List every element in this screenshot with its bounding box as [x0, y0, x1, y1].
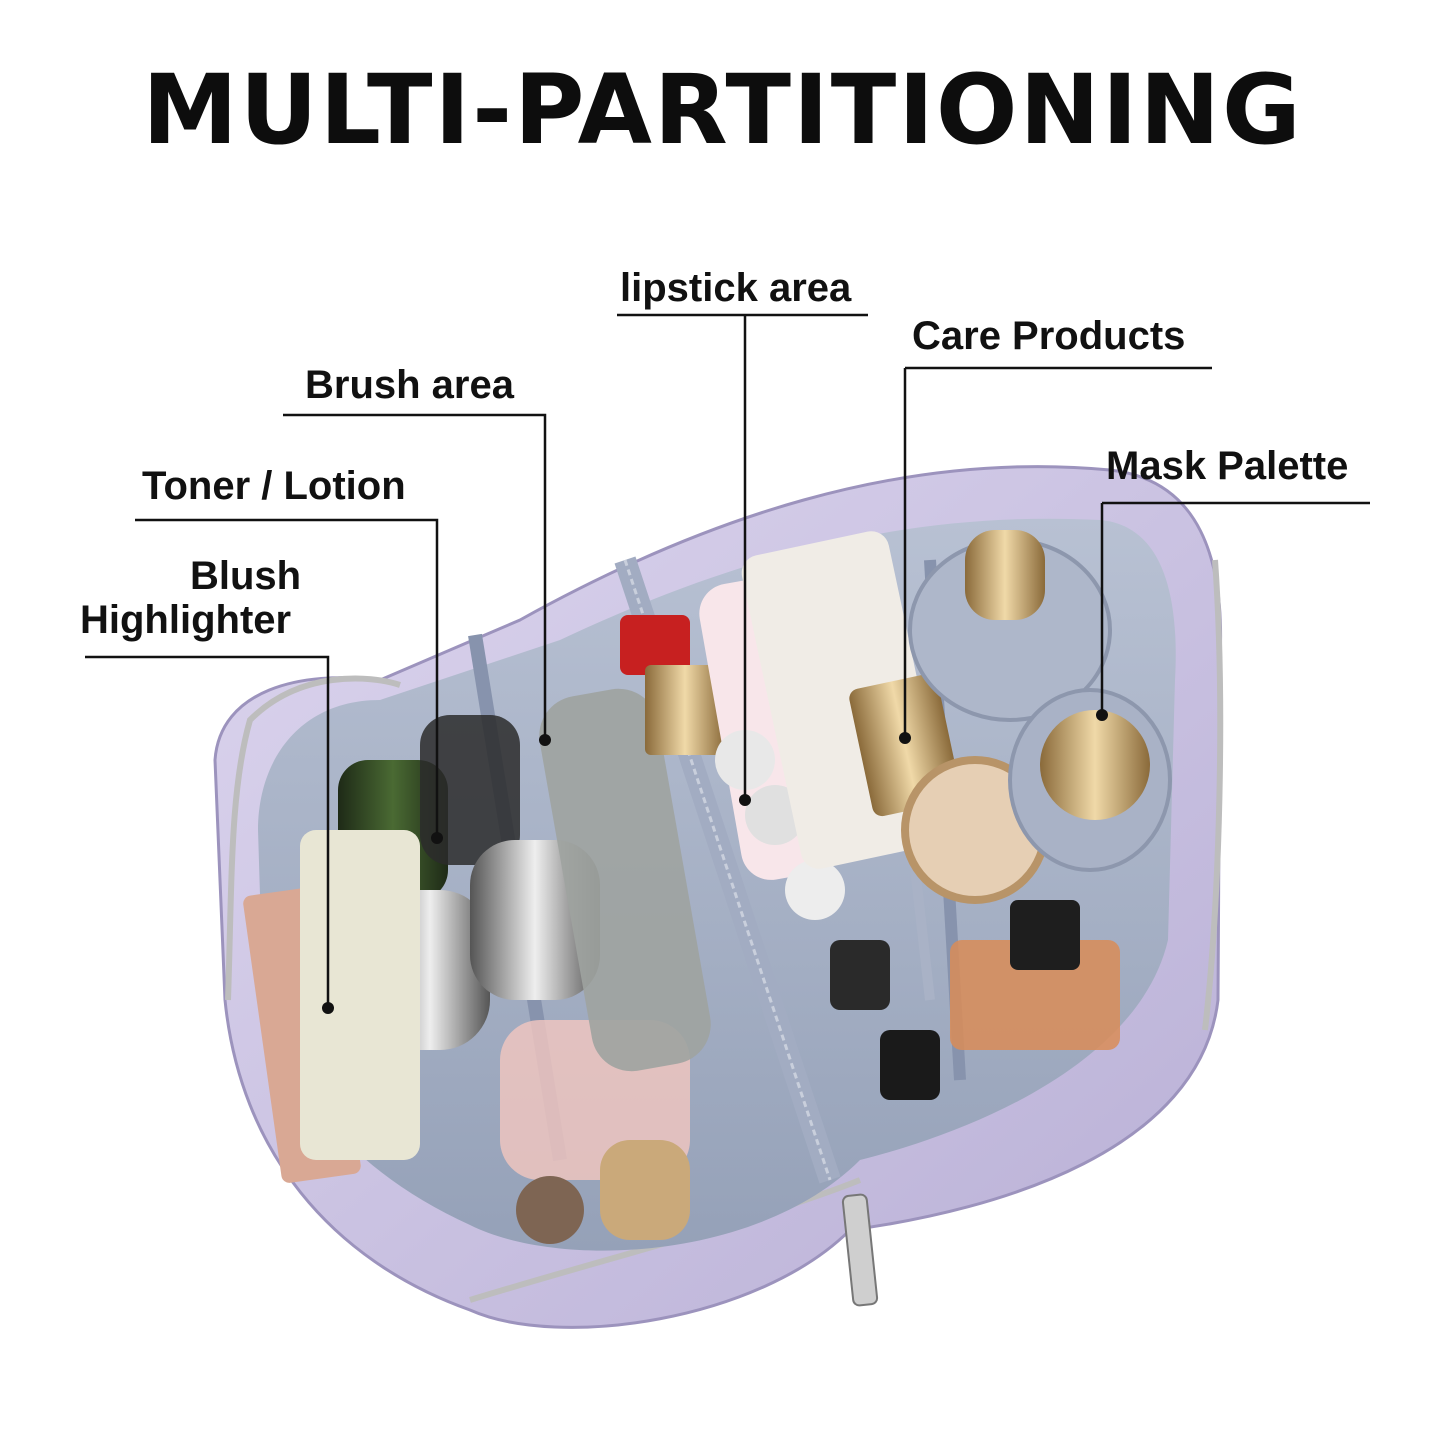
divider-center-zip [623, 559, 832, 1181]
label-mask-palette: Mask Palette [1106, 444, 1349, 488]
toner-bottle-dark [420, 715, 520, 865]
mask-jar [1040, 710, 1150, 820]
lipstick-red [620, 615, 690, 675]
gold-cap [965, 530, 1045, 620]
label-brush-area: Brush area [305, 363, 514, 407]
label-blush: Blush [190, 554, 302, 598]
zipper-pull [841, 1193, 879, 1307]
label-toner-lotion: Toner / Lotion [142, 464, 406, 508]
page-title: MULTI-PARTITIONING [142, 54, 1303, 166]
label-highlighter: Highlighter [80, 598, 292, 642]
label-care-products: Care Products [912, 314, 1186, 358]
brush-tube [539, 688, 711, 1072]
label-lipstick-area: lipstick area [620, 266, 852, 310]
